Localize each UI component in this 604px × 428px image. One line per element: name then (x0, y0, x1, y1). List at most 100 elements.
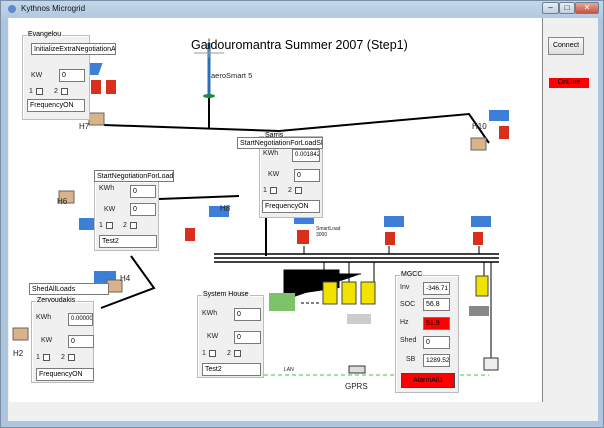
kw-field[interactable]: 0 (59, 69, 85, 82)
laptop-icon (483, 357, 499, 371)
feeder-line-top (103, 112, 490, 144)
microgrid-canvas: Gaidouromantra Summer 2007 (Step1) aeroS… (9, 18, 543, 402)
gprs-modem-icon (348, 365, 366, 374)
wind-label: aeroSmart 5 (211, 71, 253, 80)
shed-label: Shed (400, 337, 417, 344)
kwh-label: KWh (36, 314, 52, 321)
cb2-label: 2 (54, 88, 58, 95)
h6-panel: KWh 0 KW 0 1 2 Test2 (94, 181, 159, 251)
sb-field[interactable]: 1289.52 (423, 354, 450, 367)
checkbox-2[interactable] (234, 350, 241, 357)
checkbox-2[interactable] (295, 187, 302, 194)
busbar (214, 253, 499, 263)
inv-label: Inv (400, 284, 410, 291)
soc-field[interactable]: 56.8 (423, 298, 450, 311)
wind-turbine-icon (194, 38, 224, 98)
connect-button[interactable]: Connect (548, 37, 584, 55)
battery-bank-icon (347, 314, 371, 324)
system-house-panel: System House KWh 0 KW 0 1 2 Test2 (197, 291, 264, 378)
cb1-label: 1 (36, 354, 40, 361)
cb2-label: 2 (227, 350, 231, 357)
h7-group-title: Evangelou (27, 31, 63, 38)
generator-icon (269, 293, 295, 311)
center-group-title: Sarris (264, 132, 285, 139)
cb1-label: 1 (99, 222, 103, 229)
kw-field[interactable]: 0 (294, 169, 320, 182)
house-label-h7: H7 (79, 122, 90, 131)
kw-label: KW (41, 337, 53, 344)
house-label-h8: H8 (220, 204, 231, 213)
kw-label: KW (268, 171, 280, 178)
cb2-label: 2 (123, 222, 127, 229)
kwh-field[interactable]: 0 (234, 308, 261, 321)
kwh-field[interactable]: 0 (130, 185, 156, 198)
alarm-all-button[interactable]: AlarmAll1 (401, 373, 455, 388)
cb1-label: 1 (202, 350, 206, 357)
kw-label: KW (31, 72, 43, 79)
inv-field[interactable]: -346.71 (423, 282, 450, 295)
kw-label: KW (207, 333, 219, 340)
cb2-label: 2 (61, 354, 65, 361)
diagram-title: Gaidouromantra Summer 2007 (Step1) (191, 38, 408, 52)
center-panel: Sarris KWh 0.001842 KW 0 1 2 FrequencyON (259, 132, 323, 218)
battery-inverter-icons (322, 275, 489, 305)
status-field[interactable]: FrequencyON (262, 200, 320, 213)
status-field[interactable]: Test2 (99, 235, 157, 248)
checkbox-1[interactable] (270, 187, 277, 194)
kw-field[interactable]: 0 (234, 331, 261, 344)
checkbox-1[interactable] (36, 88, 43, 95)
kw-label: KW (104, 206, 116, 213)
mgcc-title: MGCC (400, 271, 424, 278)
lan-label: LAN (284, 367, 294, 373)
kw-field[interactable]: 0 (130, 203, 156, 216)
kwh-field[interactable]: 0.00000 (68, 313, 93, 326)
checkbox-2[interactable] (68, 354, 75, 361)
app-icon (7, 4, 17, 14)
hz-label: Hz (400, 319, 409, 326)
soc-label: SOC (400, 301, 416, 308)
maximize-button[interactable]: □ (559, 2, 575, 14)
close-button[interactable]: ✕ (575, 2, 599, 14)
house-label-h4: H4 (120, 274, 131, 283)
smartload-label: SmartLoad 3000 (316, 226, 341, 238)
h2-panel: Zervoudakis KWh 0.00000 KW 0 1 2 Frequen… (31, 297, 94, 383)
minimize-button[interactable]: – (542, 2, 559, 14)
h2-command-field[interactable]: ShedAllLoads (29, 283, 109, 295)
house-label-h10: H10 (472, 122, 487, 131)
window-title: Kythnos Microgrid (21, 4, 86, 13)
house-icons (12, 112, 487, 341)
battery-bank-icon-2 (469, 306, 489, 316)
kwh-label: KWh (263, 150, 279, 157)
checkbox-1[interactable] (43, 354, 50, 361)
system-group-title: System House (202, 291, 250, 298)
cb1-label: 1 (29, 88, 33, 95)
hz-field[interactable]: 51.9 (423, 317, 450, 330)
inverter-icons (91, 80, 509, 245)
checkbox-1[interactable] (106, 222, 113, 229)
h2-group-title: Zervoudakis (36, 297, 77, 304)
status-field[interactable]: FrequencyON (36, 368, 94, 381)
checkbox-2[interactable] (130, 222, 137, 229)
h7-command-field[interactable]: InitializeExtraNegotiationAmo (31, 43, 116, 55)
kwh-field[interactable]: 0.001842 (292, 149, 320, 162)
sb-label: SB (406, 356, 416, 363)
kw-field[interactable]: 0 (68, 335, 94, 348)
status-field[interactable]: FrequencyON (27, 99, 85, 112)
kwh-label: KWh (202, 310, 218, 317)
checkbox-1[interactable] (209, 350, 216, 357)
mgcc-panel: MGCC Inv -346.71 SOC 56.8 Hz 51.9 Shed 0… (395, 271, 459, 393)
house-label-h6: H6 (57, 197, 68, 206)
cb2-label: 2 (288, 187, 292, 194)
house-label-h2: H2 (13, 349, 24, 358)
shed-field[interactable]: 0 (423, 336, 450, 349)
h4-feeder (100, 255, 156, 309)
online-indicator: OnLine (549, 78, 589, 88)
h6-feeder (158, 195, 240, 200)
gprs-label: GPRS (345, 382, 368, 391)
checkbox-2[interactable] (61, 88, 68, 95)
status-field[interactable]: Test2 (202, 363, 261, 376)
cb1-label: 1 (263, 187, 267, 194)
